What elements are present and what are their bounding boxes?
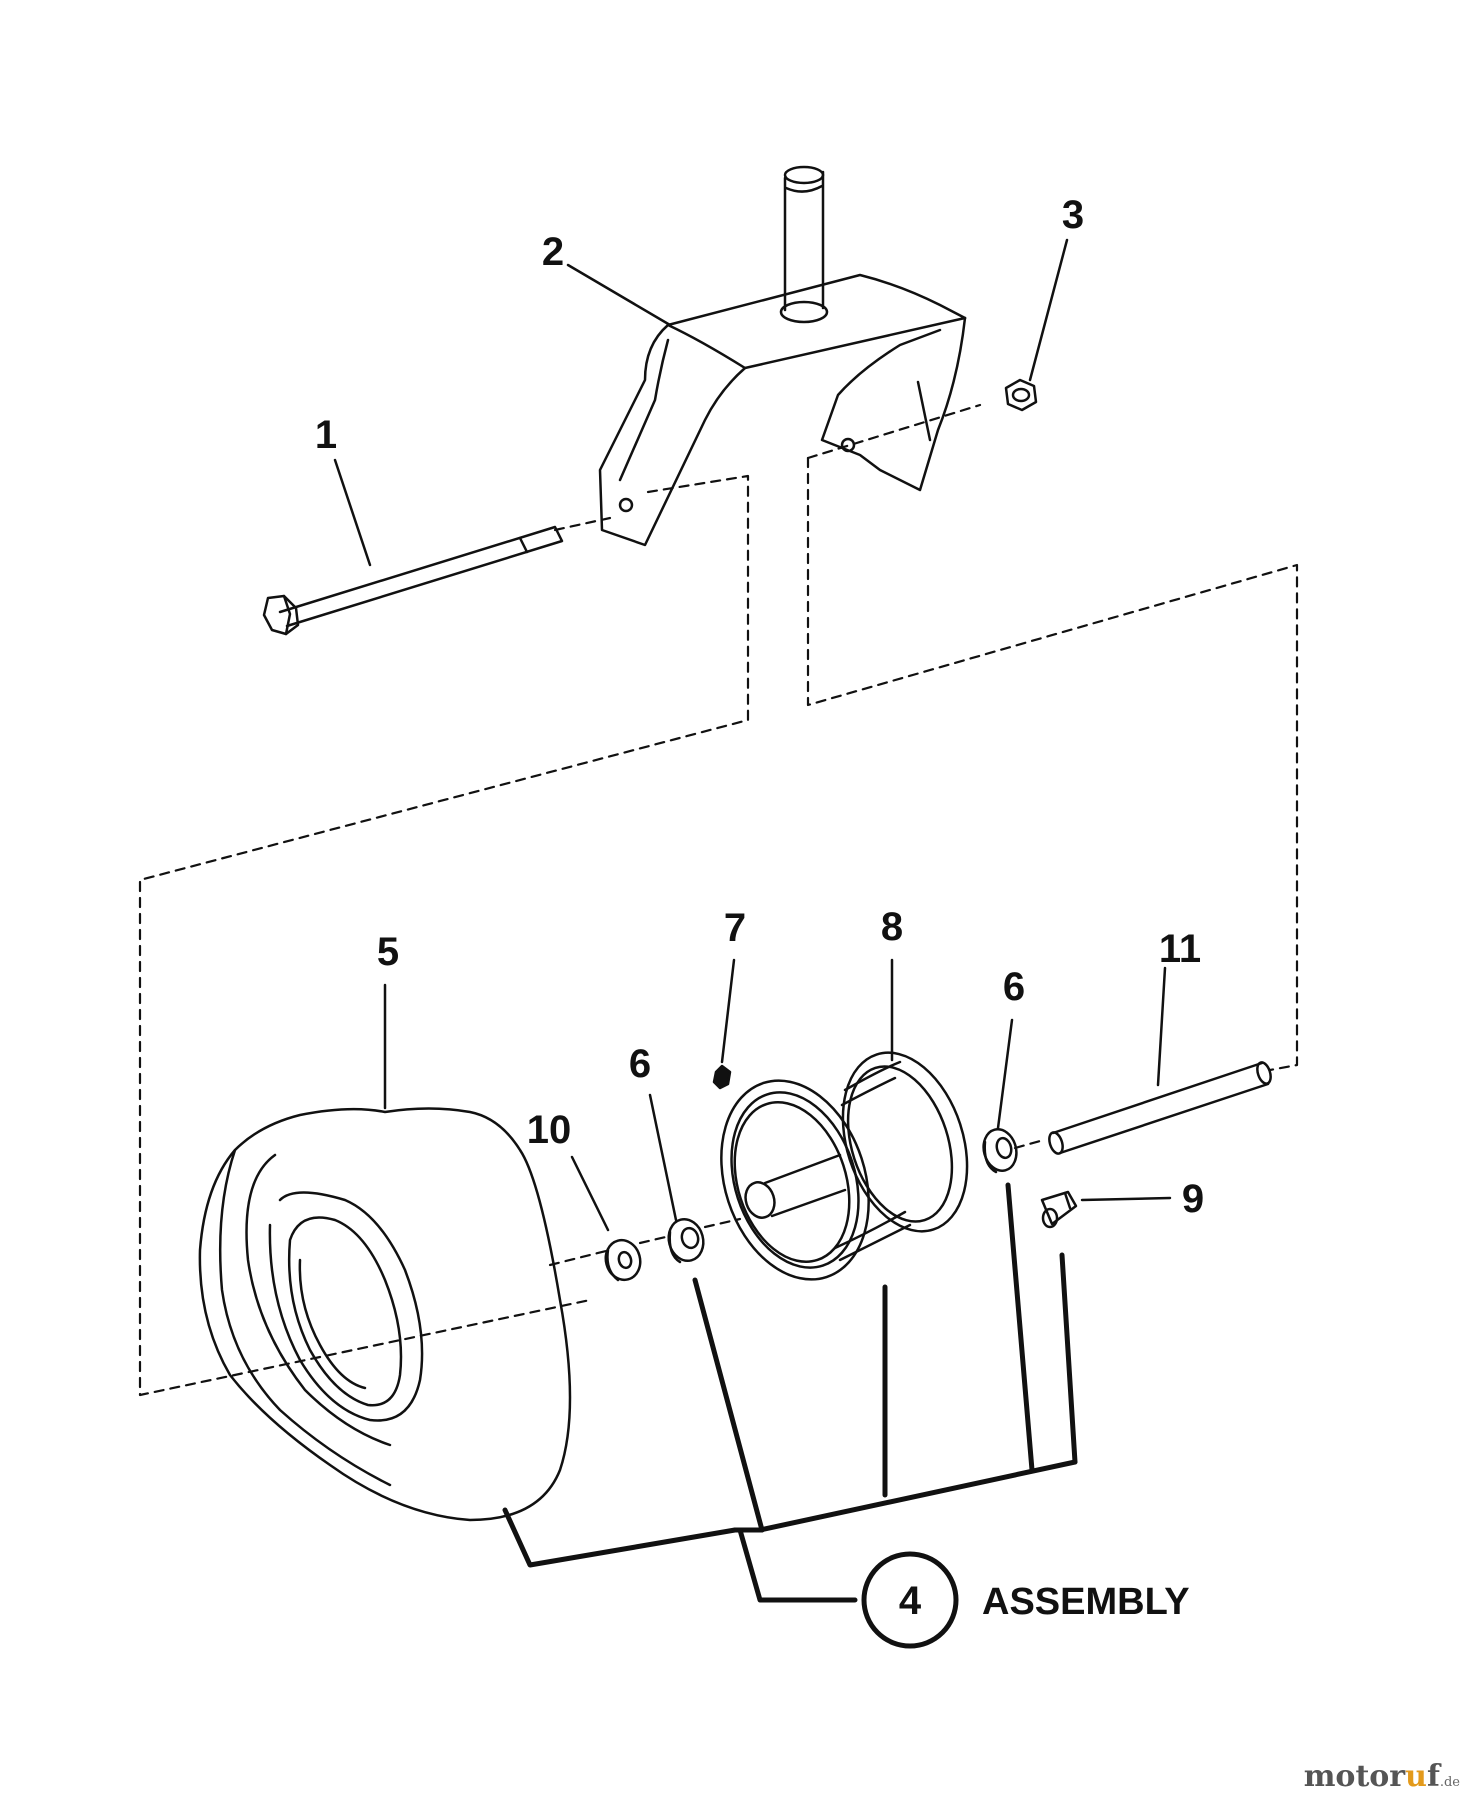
washer-part-10 <box>604 1238 642 1282</box>
rim-part-8 <box>720 1051 969 1281</box>
callout-6-right: 6 <box>1003 965 1025 1009</box>
assembly-bracket <box>502 1182 1078 1603</box>
alignment-lines <box>138 403 1299 1397</box>
callout-11: 11 <box>1159 927 1201 971</box>
assembly-number: 4 <box>899 1579 922 1623</box>
callout-3: 3 <box>1062 193 1084 237</box>
bearing-part-6-left <box>667 1217 705 1264</box>
assembly-label: ASSEMBLY <box>982 1581 1190 1623</box>
callout-5: 5 <box>377 930 399 974</box>
callout-2: 2 <box>542 230 564 274</box>
callout-labels: 1 2 3 5 6 6 7 8 9 10 11 4 ASSEMBLY <box>315 193 1204 1623</box>
nut-part-3 <box>1004 378 1038 412</box>
assembly-circle <box>861 1551 959 1649</box>
callout-6-left: 6 <box>629 1042 651 1086</box>
bolt-part-1 <box>262 525 564 636</box>
axle-part-11 <box>1048 1061 1272 1155</box>
grease-fitting-part-7 <box>712 1064 732 1090</box>
watermark-logo: motoruf.de <box>1304 1759 1460 1794</box>
bearing-part-6-right <box>982 1128 1018 1174</box>
watermark-tld: .de <box>1439 1775 1460 1790</box>
callout-8: 8 <box>881 905 903 949</box>
callout-1: 1 <box>315 413 337 457</box>
callout-9: 9 <box>1182 1177 1204 1221</box>
watermark-text-end: f <box>1426 1759 1440 1794</box>
leader-lines <box>333 238 1172 1232</box>
valve-stem-part-9 <box>1040 1190 1078 1229</box>
callout-7: 7 <box>724 906 746 950</box>
tire-part-5 <box>198 1107 572 1522</box>
watermark-text-main: motor <box>1303 1759 1406 1794</box>
watermark-text-accent: u <box>1405 1759 1427 1794</box>
callout-10: 10 <box>527 1108 572 1152</box>
fork-part-2 <box>598 165 967 547</box>
